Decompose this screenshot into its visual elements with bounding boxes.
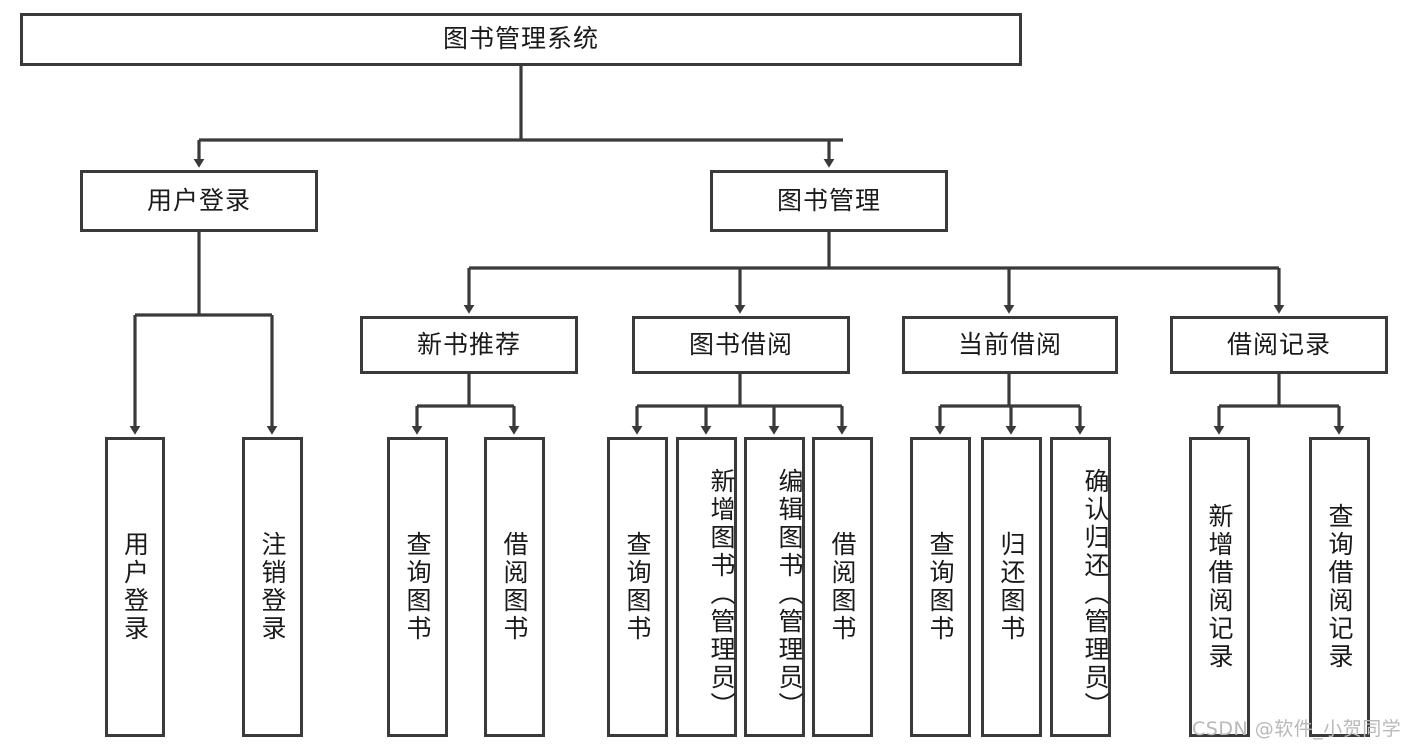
leaf-add-book-admin[interactable]: 新增图书（管理员） xyxy=(676,437,737,737)
leaf-add-borrow-record[interactable]: 新增借阅记录 xyxy=(1189,437,1250,737)
leaf-query-book-recommend[interactable]: 查询图书 xyxy=(387,437,448,737)
leaf-query-book-borrow[interactable]: 查询图书 xyxy=(607,437,668,737)
node-root[interactable]: 图书管理系统 xyxy=(20,13,1022,66)
leaf-edit-book-admin[interactable]: 编辑图书（管理员） xyxy=(744,437,805,737)
leaf-user-login[interactable]: 用户登录 xyxy=(105,437,165,737)
node-borrow-record[interactable]: 借阅记录 xyxy=(1170,316,1388,374)
leaf-return-book[interactable]: 归还图书 xyxy=(981,437,1042,737)
leaf-query-borrow-record[interactable]: 查询借阅记录 xyxy=(1309,437,1370,737)
leaf-borrow-book[interactable]: 借阅图书 xyxy=(812,437,873,737)
node-current-borrow[interactable]: 当前借阅 xyxy=(902,316,1118,374)
node-user-login[interactable]: 用户登录 xyxy=(80,170,318,232)
node-book-manage[interactable]: 图书管理 xyxy=(710,170,948,232)
leaf-borrow-book-recommend[interactable]: 借阅图书 xyxy=(484,437,545,737)
leaf-query-book-current[interactable]: 查询图书 xyxy=(910,437,971,737)
leaf-confirm-return-admin[interactable]: 确认归还（管理员） xyxy=(1050,437,1111,737)
node-new-book-recommend[interactable]: 新书推荐 xyxy=(360,316,578,374)
csdn-watermark: CSDN @软件_小贺同学 xyxy=(1192,718,1402,740)
node-book-borrow[interactable]: 图书借阅 xyxy=(632,316,850,374)
leaf-logout-login[interactable]: 注销登录 xyxy=(242,437,303,737)
